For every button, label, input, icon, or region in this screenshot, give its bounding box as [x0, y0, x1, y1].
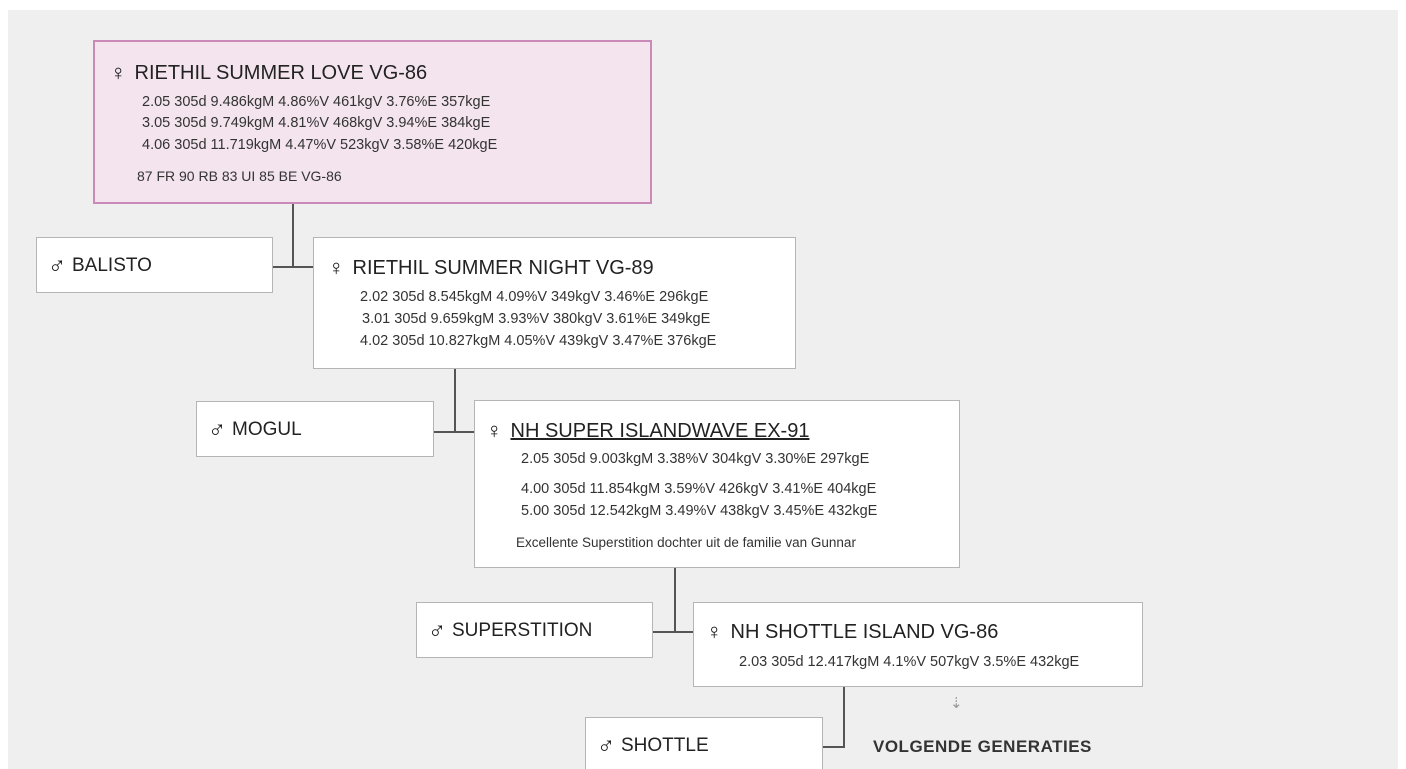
- cow-card-super-islandwave[interactable]: ♀ NH SUPER ISLANDWAVE EX-91 2.05 305d 9.…: [474, 400, 960, 568]
- sire-card-balisto[interactable]: ♂ BALISTO: [36, 237, 273, 293]
- cow-name[interactable]: NH SUPER ISLANDWAVE EX-91: [510, 419, 810, 442]
- lactation-row: 3.05 305d 9.749kgM 4.81%V 468kgV 3.94%E …: [142, 115, 491, 131]
- cow-title: ♀ RIETHIL SUMMER NIGHT VG-89: [328, 255, 654, 281]
- description-note: Excellente Superstition dochter uit de f…: [516, 535, 856, 550]
- cow-name: RIETHIL SUMMER NIGHT VG-89: [352, 256, 654, 279]
- lactation-row: 4.00 305d 11.854kgM 3.59%V 426kgV 3.41%E…: [521, 481, 877, 497]
- connector-line: [272, 266, 314, 268]
- male-icon: ♂: [208, 416, 226, 443]
- cow-name: RIETHIL SUMMER LOVE VG-86: [134, 61, 428, 84]
- sire-name: MOGUL: [232, 419, 302, 440]
- sire-card-shottle[interactable]: ♂ SHOTTLE: [585, 717, 823, 769]
- sire-name: SHOTTLE: [621, 735, 709, 756]
- lactation-row: 2.02 305d 8.545kgM 4.09%V 349kgV 3.46%E …: [360, 289, 709, 305]
- female-icon: ♀: [706, 619, 723, 644]
- sire-card-mogul[interactable]: ♂ MOGUL: [196, 401, 434, 457]
- classification-note: 87 FR 90 RB 83 UI 85 BE VG-86: [137, 168, 342, 184]
- connector-line: [843, 687, 845, 747]
- connector-line: [454, 369, 456, 432]
- sire-name: BALISTO: [72, 255, 152, 276]
- cow-card-shottle-island[interactable]: ♀ NH SHOTTLE ISLAND VG-86 2.03 305d 12.4…: [693, 602, 1143, 687]
- connector-line: [433, 431, 475, 433]
- sire-name: SUPERSTITION: [452, 620, 593, 641]
- cow-title: ♀ NH SHOTTLE ISLAND VG-86: [706, 619, 998, 645]
- male-icon: ♂: [597, 732, 615, 759]
- next-generations-link[interactable]: VOLGENDE GENERATIES: [873, 737, 1092, 756]
- lactation-row: 2.05 305d 9.486kgM 4.86%V 461kgV 3.76%E …: [142, 94, 491, 110]
- male-icon: ♂: [48, 252, 66, 279]
- male-icon: ♂: [428, 617, 446, 644]
- female-icon: ♀: [110, 60, 127, 85]
- connector-line: [822, 746, 845, 748]
- lactation-row: 4.02 305d 10.827kgM 4.05%V 439kgV 3.47%E…: [360, 333, 717, 349]
- cow-title-link[interactable]: ♀ NH SUPER ISLANDWAVE EX-91: [486, 418, 809, 444]
- lactation-row: 2.05 305d 9.003kgM 3.38%V 304kgV 3.30%E …: [521, 451, 870, 467]
- sire-card-superstition[interactable]: ♂ SUPERSTITION: [416, 602, 653, 658]
- cow-card-summer-love[interactable]: ♀ RIETHIL SUMMER LOVE VG-86 2.05 305d 9.…: [93, 40, 652, 204]
- connector-line: [652, 631, 694, 633]
- lactation-row: 2.03 305d 12.417kgM 4.1%V 507kgV 3.5%E 4…: [739, 654, 1080, 670]
- lactation-row: 4.06 305d 11.719kgM 4.47%V 523kgV 3.58%E…: [142, 137, 498, 153]
- lactation-row: 5.00 305d 12.542kgM 3.49%V 438kgV 3.45%E…: [521, 503, 878, 519]
- female-icon: ♀: [486, 418, 503, 443]
- arrow-down-icon: ⇣: [950, 695, 963, 712]
- connector-line: [292, 204, 294, 266]
- female-icon: ♀: [328, 255, 345, 280]
- connector-line: [674, 568, 676, 632]
- cow-title: ♀ RIETHIL SUMMER LOVE VG-86: [110, 60, 427, 86]
- cow-name: NH SHOTTLE ISLAND VG-86: [730, 620, 999, 643]
- lactation-row: 3.01 305d 9.659kgM 3.93%V 380kgV 3.61%E …: [362, 311, 711, 327]
- cow-card-summer-night[interactable]: ♀ RIETHIL SUMMER NIGHT VG-89 2.02 305d 8…: [313, 237, 796, 369]
